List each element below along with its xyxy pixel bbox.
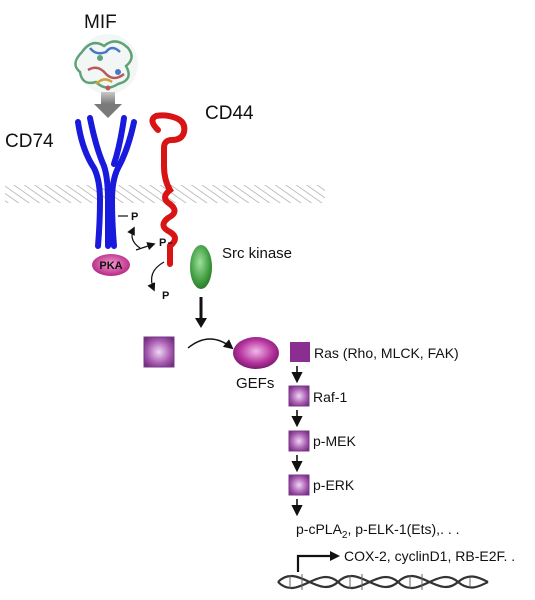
src-down-arrow-head (195, 318, 207, 328)
src-kinase-label: Src kinase (222, 245, 292, 262)
erk-label: p-ERK (313, 477, 355, 493)
cd74-receptor (75, 115, 137, 249)
pka-arrow-right (135, 242, 156, 251)
erk-box (288, 474, 310, 496)
transcription-arrow (296, 554, 332, 572)
mif-label: MIF (84, 12, 117, 33)
transcription-arrow-head (330, 551, 340, 561)
pka-enzyme: PKA (92, 254, 130, 276)
gefs-label: GEFs (236, 375, 274, 392)
cd74-label: CD74 (5, 131, 54, 152)
ras-box (290, 342, 310, 362)
raf-label: Raf-1 (313, 389, 347, 405)
substrate-to-gef-arrow (187, 338, 234, 350)
phosphate-label-2: P (159, 237, 166, 249)
dna-helix-icon (277, 574, 489, 590)
pka-label: PKA (99, 260, 122, 272)
cpla-prefix: p-cPLA (296, 521, 343, 537)
mek-box (288, 430, 310, 452)
target-genes-label: COX-2, cyclinD1, RB-E2F. . (344, 548, 515, 564)
mek-label: p-MEK (313, 433, 356, 449)
cd44-label: CD44 (205, 103, 254, 124)
binding-arrow (94, 92, 122, 118)
targets-label: p-cPLA2, p-ELK-1(Ets),. . . (296, 521, 460, 541)
pka-arrow-up (127, 226, 141, 249)
raf-box (288, 385, 310, 407)
ras-label: Ras (Rho, MLCK, FAK) (314, 345, 459, 361)
src-kinase-shape (190, 245, 212, 289)
mif-protein-icon (74, 34, 138, 94)
phospho-arrow-down (147, 261, 165, 292)
gef-shape (233, 337, 279, 369)
phosphate-label-1: P (131, 211, 138, 223)
phosphate-label-3: P (162, 290, 169, 302)
cpla-suffix: , p-ELK-1(Ets),. . . (347, 521, 459, 537)
input-substrate-box (143, 336, 175, 368)
cpla-subscript: 2 (342, 530, 348, 541)
cd44-receptor (149, 112, 188, 267)
